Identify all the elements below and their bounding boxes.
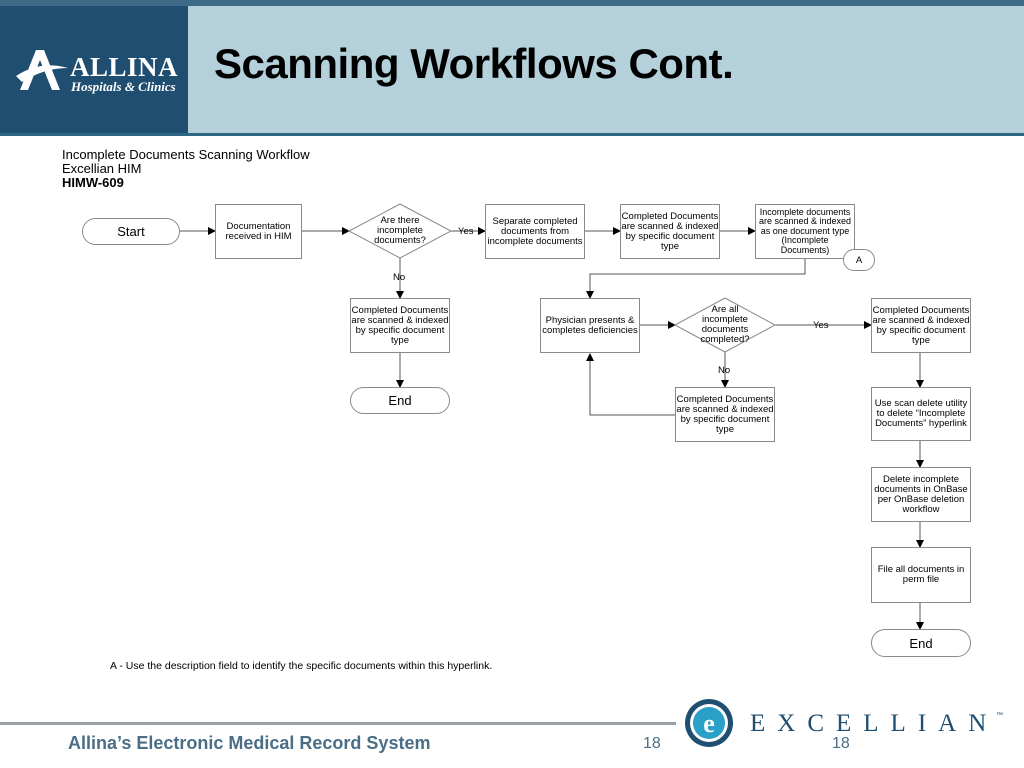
end-left-terminal: End — [350, 387, 450, 414]
completed-scan-mid-box: Completed Documents are scanned & indexe… — [675, 387, 775, 442]
file-all-box: File all documents in perm file — [871, 547, 971, 603]
workflow-name: Incomplete Documents Scanning Workflow — [62, 147, 310, 162]
edge-mid-scan-to-physician — [586, 353, 675, 416]
logo-name: ALLINA — [70, 52, 179, 82]
completed-scan-box: Completed Documents are scanned & indexe… — [620, 204, 720, 259]
no-label-2: No — [718, 365, 731, 376]
completed-scan-left-box: Completed Documents are scanned & indexe… — [350, 298, 450, 353]
completed-scan-right-box: Completed Documents are scanned & indexe… — [871, 298, 971, 353]
workflow-system: Excellian HIM — [62, 161, 142, 176]
workflow-id: HIMW-609 — [62, 175, 124, 190]
top-accent-bar — [0, 0, 1024, 6]
yes-label-1: Yes — [458, 226, 474, 237]
logo-panel: ALLINA Hospitals & Clinics — [0, 6, 188, 136]
start-terminal: Start — [82, 218, 180, 245]
no-label-1: No — [393, 272, 406, 283]
doc-received-box: Documentation received in HIM — [215, 204, 302, 259]
scan-delete-box: Use scan delete utility to delete “Incom… — [871, 387, 971, 441]
physician-box: Physician presents & completes deficienc… — [540, 298, 640, 353]
footer-rule — [0, 722, 676, 725]
incomplete-scan-box: Incomplete documents are scanned & index… — [755, 204, 855, 259]
decision-incomplete-shape — [347, 203, 453, 259]
page-number-right: 18 — [832, 735, 850, 752]
logo-subtitle: Hospitals & Clinics — [71, 79, 176, 94]
decision-incomplete-label: Are there incomplete documents? — [374, 215, 426, 246]
decision-all-label: Are all incomplete documents completed? — [700, 304, 750, 345]
excellian-e-logo-icon: e — [685, 699, 733, 747]
slide-title: Scanning Workflows Cont. — [214, 40, 734, 87]
separate-box: Separate completed documents from incomp… — [485, 204, 585, 259]
decision-all-completed-shape — [673, 297, 777, 353]
footer-title: Allina’s Electronic Medical Record Syste… — [68, 733, 431, 753]
footnote: A - Use the description field to identif… — [110, 660, 493, 672]
page-number-left: 18 — [643, 735, 661, 752]
edge-incomplete-to-physician — [586, 259, 806, 299]
title-rule — [0, 133, 1024, 136]
trademark-symbol: ™ — [996, 712, 1003, 719]
end-right-terminal: End — [871, 629, 971, 657]
allina-a-logo-icon — [16, 50, 68, 90]
excellian-mark-letter: e — [703, 709, 715, 738]
delete-onbase-box: Delete incomplete documents in OnBase pe… — [871, 467, 971, 522]
yes-label-2: Yes — [813, 320, 829, 331]
connector-a: A — [843, 249, 875, 271]
title-panel — [188, 6, 1024, 136]
excellian-wordmark: EXCELLIAN — [750, 710, 999, 737]
